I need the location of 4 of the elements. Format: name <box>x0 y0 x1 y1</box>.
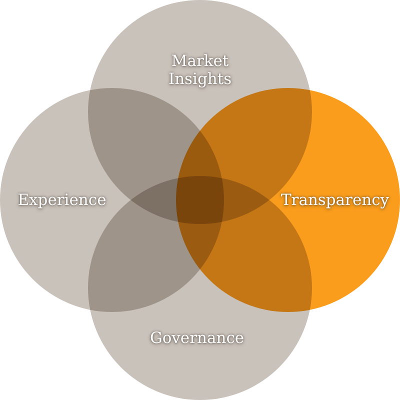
circle-label: Market Insights <box>168 52 232 88</box>
circle-label: Transparency <box>280 191 390 209</box>
circle-label: Governance <box>150 329 244 347</box>
circle-label: Experience <box>18 191 106 209</box>
